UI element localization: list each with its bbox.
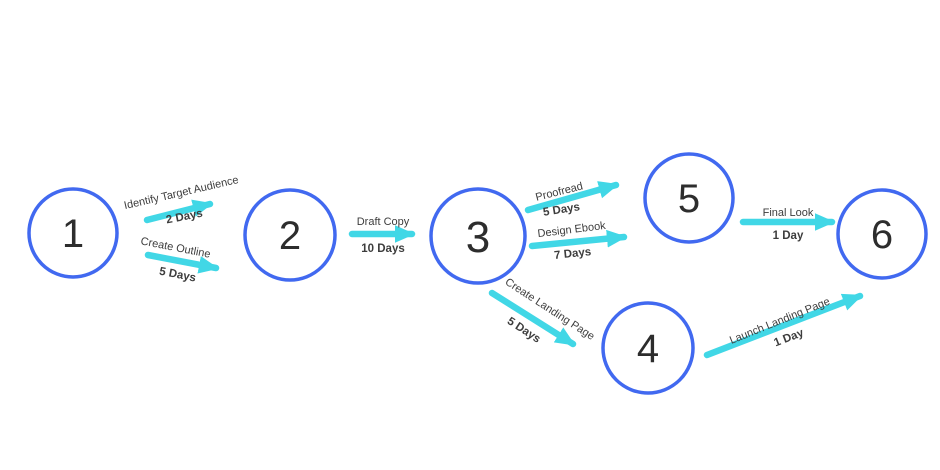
edge-label: Draft Copy	[357, 216, 410, 228]
edge-label: Identify Target Audience	[123, 174, 240, 212]
node-circle	[429, 187, 527, 285]
arrow-create-outline	[144, 251, 220, 274]
edge-duration: 5 Days	[158, 266, 197, 285]
node-circle	[27, 187, 119, 279]
node-number: 5	[678, 177, 700, 221]
node-circle	[836, 188, 928, 280]
node-3: 3	[429, 187, 527, 285]
node-2: 2	[243, 188, 337, 282]
edge-duration: 5 Days	[542, 201, 581, 219]
node-number: 4	[637, 327, 659, 371]
edge-3-5-proofread: Proofread 5 Days	[524, 180, 620, 219]
edge-duration: 10 Days	[361, 243, 404, 255]
edge-2-3-draft-copy: Draft Copy 10 Days	[348, 216, 416, 255]
node-circle	[243, 188, 337, 282]
edge-5-6-final-look: Final Look 1 Day	[739, 207, 836, 242]
node-circle	[601, 301, 695, 395]
node-6: 6	[836, 188, 928, 280]
edge-3-4-create-landing-page: Create Landing Page 5 Days	[488, 276, 596, 348]
node-4: 4	[601, 301, 695, 395]
edge-3-5-design-ebook: Design Ebook 7 Days	[528, 220, 628, 262]
node-circle	[643, 152, 735, 244]
arrow-launch-landing-page	[703, 292, 864, 359]
edge-label: Final Look	[763, 207, 814, 219]
arrow-create-landing-page	[488, 289, 577, 348]
node-number: 1	[62, 212, 84, 256]
edge-4-6-launch-landing-page: Launch Landing Page 1 Day	[703, 292, 864, 359]
node-number: 6	[871, 213, 893, 257]
node-number: 3	[466, 213, 490, 262]
arrow-identify-target-audience	[143, 199, 214, 224]
edge-duration: 7 Days	[554, 246, 592, 262]
edge-1-2-identify-target-audience: Identify Target Audience 2 Days	[123, 174, 240, 226]
arrow-design-ebook	[528, 229, 628, 250]
node-1: 1	[27, 187, 119, 279]
edge-duration: 1 Day	[773, 230, 804, 242]
edge-duration: 2 Days	[165, 208, 204, 227]
node-number: 2	[279, 214, 301, 258]
node-5: 5	[643, 152, 735, 244]
arrow-proofread	[524, 181, 620, 214]
edge-1-2-create-outline: Create Outline 5 Days	[140, 235, 220, 285]
